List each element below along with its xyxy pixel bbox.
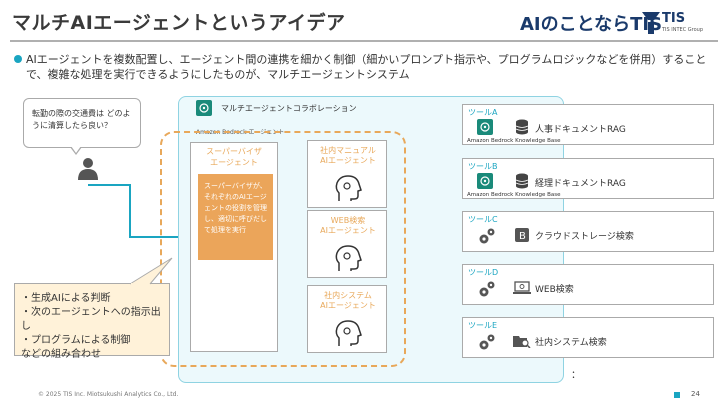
tool-label: ツールA [468,108,498,117]
ai-head-icon [333,318,363,352]
orchestration-callout: ・生成AIによる判断 ・次のエージェントへの指示出し ・プログラムによる制御 な… [14,283,170,360]
supervisor-title-line2: エージェント [210,158,258,167]
agent-title-line1: 社内マニュアル [320,146,376,155]
description-bullet: AIエージェントを複数配置し、エージェント間の連携を細かく制御（細かいプロンプト… [14,52,714,82]
kb-label: Amazon Bedrock Knowledge Base [467,138,561,144]
tool-label: ツールC [468,215,498,224]
agent-manual: 社内マニュアル AIエージェント [307,140,387,208]
question-bubble: 転勤の際の交通費は どのように清算したら良い？ [23,98,141,148]
agent-title: 社内システム AIエージェント [308,291,388,311]
bedrock-icon [196,100,212,116]
tool-b: ツールB 経理ドキュメントRAG Amazon Bedrock Knowledg… [462,158,714,199]
kb-label: Amazon Bedrock Knowledge Base [467,192,561,198]
tool-name: 人事ドキュメントRAG [535,125,626,135]
panel-title: マルチエージェントコラボレーション [221,104,357,113]
tool-label: ツールE [468,321,498,330]
database-icon [515,119,529,139]
supervisor-description: スーパーバイザが、それぞれのAIエージェントの役割を管理し、適切に呼びだして処理… [198,174,273,260]
bullet-dot-icon [14,55,22,63]
callout-line: などの組み合わせ [21,349,101,360]
tool-a: ツールA 人事ドキュメントRAG Amazon Bedrock Knowledg… [462,104,714,145]
gears-icon [477,332,497,356]
logo-subtext: TIS INTEC Group [662,27,704,33]
database-icon [515,173,529,193]
tool-name: クラウドストレージ検索 [535,232,634,242]
agent-internal-system: 社内システム AIエージェント [307,285,387,353]
agent-title: 社内マニュアル AIエージェント [308,146,388,166]
brand-tagline: AIのことならTIS [520,14,663,35]
logo-text: TIS [662,11,686,26]
agent-title-line2: AIエージェント [320,301,376,310]
agent-web-search: WEB検索 AIエージェント [307,210,387,278]
user-icon [76,156,100,184]
callout-line: ・生成AIによる判断 [21,293,111,304]
tool-name: 社内システム検索 [535,338,607,348]
gears-icon [477,226,497,250]
ai-head-icon [333,173,363,207]
laptop-icon [513,280,531,299]
agent-title-line2: AIエージェント [320,156,376,165]
more-tools-ellipsis: ： [571,370,581,381]
bubble-tail-inner [71,146,81,153]
bedrock-agent-group [160,131,406,367]
agent-title-line2: AIエージェント [320,226,376,235]
copyright: © 2025 TIS Inc. Miotsukushi Analytics Co… [38,391,179,398]
tool-label: ツールD [468,268,499,277]
title-divider [10,40,718,42]
bedrock-kb-icon [477,173,493,193]
storage-icon: B [515,227,529,246]
agent-title-line1: 社内システム [324,291,372,300]
svg-text:B: B [519,231,526,242]
agent-title: WEB検索 AIエージェント [308,216,388,236]
folder-search-icon [513,333,531,352]
bedrock-kb-icon [477,119,493,139]
tis-logo-icon [642,12,660,38]
tool-e: ツールE 社内システム検索 [462,317,714,358]
callout-line: ・プログラムによる制御 [21,335,131,346]
supervisor-title: スーパーバイザ エージェント [190,146,278,168]
supervisor-title-line1: スーパーバイザ [206,147,262,156]
slide-title: マルチAIエージェントというアイデア [12,12,346,34]
tool-label: ツールB [468,162,498,171]
tool-d: ツールD WEB検索 [462,264,714,305]
tool-name: WEB検索 [535,285,574,295]
tool-c: ツールC B クラウドストレージ検索 [462,211,714,252]
page-number: 24 [691,390,700,398]
ai-head-icon [333,243,363,277]
gears-icon [477,279,497,303]
footer-marker [674,392,680,398]
agent-title-line1: WEB検索 [330,216,366,225]
tool-name: 経理ドキュメントRAG [535,179,626,189]
callout-line: ・次のエージェントへの指示出し [21,307,161,332]
description-text: AIエージェントを複数配置し、エージェント間の連携を細かく制御（細かいプロンプト… [26,53,707,81]
